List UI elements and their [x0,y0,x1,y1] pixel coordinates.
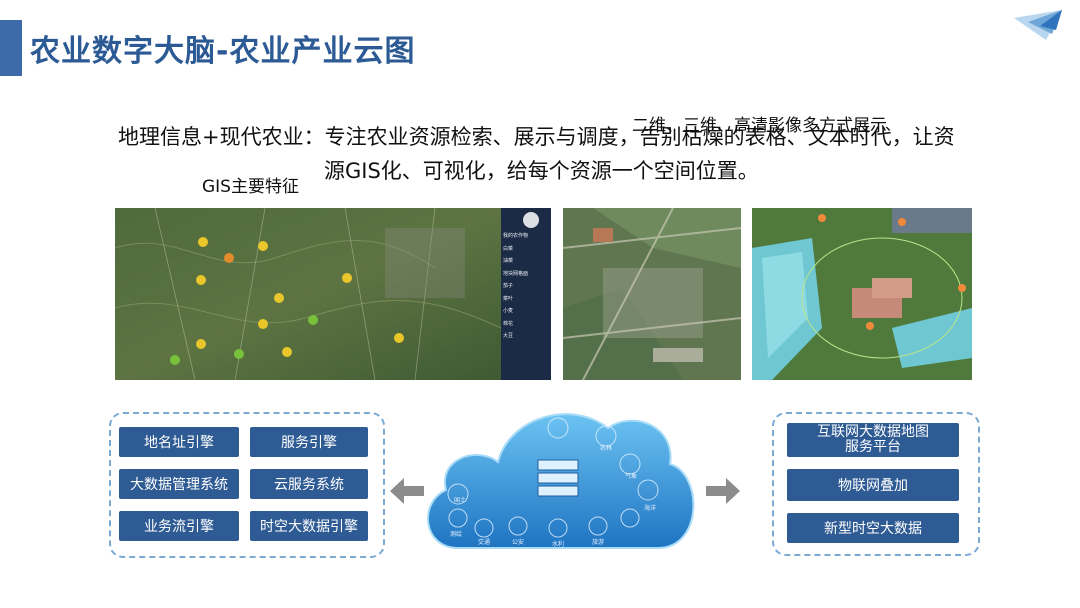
logo-icon [1006,4,1070,48]
page-title: 农业数字大脑-农业产业云图 [30,26,415,70]
map-legend-item[interactable]: 我的农作物 [503,230,549,243]
cloud-icon-label: 旅游 [592,538,604,546]
cloud-icon-label: 农林 [600,444,612,452]
3d-scene-view[interactable] [752,208,972,380]
gis-features-caption: GIS主要特征 [202,172,299,197]
cloud-icon-label: 海洋 [644,504,656,512]
engine-button[interactable]: 大数据管理系统 [119,469,239,499]
map-legend-item[interactable]: 菜叶 [503,293,549,306]
map-legend-item[interactable]: 油菜 [503,255,549,268]
output-item-spatiotemporal[interactable]: 新型时空大数据 [787,513,959,543]
engine-button[interactable]: 服务引擎 [250,427,368,457]
engine-button[interactable]: 地名址引擎 [119,427,239,457]
cloud-icon-label: 国土 [454,496,466,504]
engine-button[interactable]: 业务流引擎 [119,511,239,541]
output-item-iot[interactable]: 物联网叠加 [787,469,959,501]
map-legend-item[interactable]: 大豆 [503,330,549,343]
map-legend-item[interactable]: 小麦 [503,305,549,318]
arrow-right-icon [706,478,740,504]
display-modes-caption: 二维、三维、高清影像多方式展示 [632,111,887,136]
cloud-icon-label: 水利 [552,540,564,548]
engine-button[interactable]: 时空大数据引擎 [250,511,368,541]
map-legend-item[interactable]: 茄子 [503,280,549,293]
satellite-image-map[interactable] [563,208,741,380]
title-accent-bar [0,20,22,76]
map-legend-item[interactable]: 地块网格面 [503,268,549,281]
cloud-icon-label: 测绘 [450,530,462,538]
engine-button[interactable]: 云服务系统 [250,469,368,499]
output-item-map-platform[interactable]: 互联网大数据地图 服务平台 [787,423,959,457]
cloud-icon-label: 交通 [478,538,490,546]
output-item-label: 服务平台 [845,440,901,455]
cloud-icon-label: 公安 [512,538,524,546]
map-legend-item[interactable]: 白菜 [503,243,549,256]
output-item-label: 互联网大数据地图 [817,425,929,440]
cloud-platform-icon: 国土 农林 气象 海洋 测绘 交通 公安 水利 旅游 [418,398,698,558]
gis-2d-map[interactable]: 我的农作物 白菜 油菜 地块网格面 茄子 菜叶 小麦 棉花 大豆 [115,208,551,380]
map-legend-item[interactable]: 棉花 [503,318,549,331]
cloud-icon-label: 气象 [625,472,637,480]
